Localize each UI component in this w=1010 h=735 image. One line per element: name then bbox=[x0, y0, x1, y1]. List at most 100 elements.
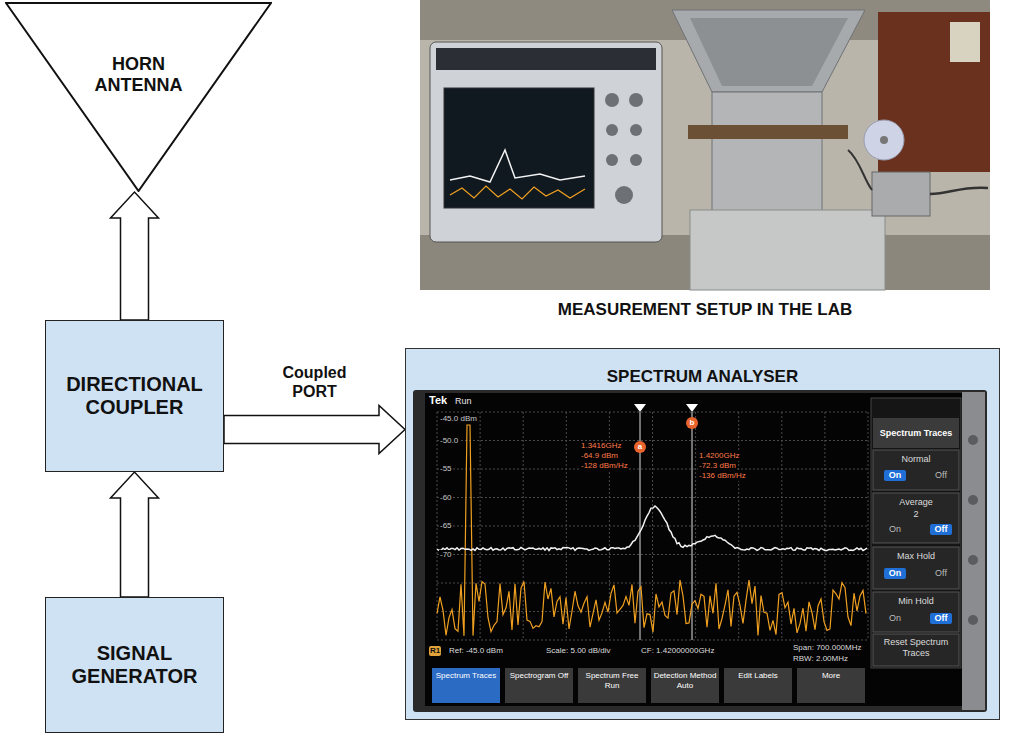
spectrum-screen bbox=[968, 495, 978, 505]
screen-grid bbox=[695, 412, 696, 640]
toggle-on: On bbox=[884, 568, 906, 579]
caption: MEASUREMENT SETUP IN THE LAB bbox=[510, 300, 900, 320]
menu-panel bbox=[871, 398, 961, 668]
lab-photo bbox=[629, 93, 643, 107]
lab-photo bbox=[864, 120, 904, 160]
node-label: SIGNAL GENERATOR bbox=[56, 642, 213, 688]
axis-label: -60 bbox=[439, 493, 453, 503]
marker-readout: -136 dBm/Hz bbox=[698, 471, 747, 481]
lab-photo bbox=[450, 186, 585, 199]
softkey-label: Detection Method Auto bbox=[651, 671, 719, 690]
spectrum-trace bbox=[437, 506, 867, 550]
lab-photo bbox=[930, 188, 988, 194]
screen-grid bbox=[437, 469, 868, 470]
process-box: SIGNAL GENERATOR bbox=[45, 597, 224, 733]
block-arrow bbox=[111, 192, 159, 320]
menu-item: Normal bbox=[876, 454, 956, 465]
menu-panel bbox=[873, 547, 959, 589]
marker-badge: b bbox=[686, 417, 698, 429]
screen-grid bbox=[437, 412, 868, 640]
screen-grid bbox=[437, 554, 868, 555]
softkey-label: Spectrum Traces bbox=[432, 671, 500, 681]
toggle-off: On bbox=[884, 524, 906, 535]
menu-panel bbox=[871, 398, 961, 668]
softkey-bar bbox=[432, 668, 500, 703]
spectrum-screen bbox=[962, 392, 985, 710]
spectrum-screen bbox=[413, 390, 987, 712]
softkey-bar bbox=[724, 668, 792, 703]
marker-readout: -64.9 dBm bbox=[580, 451, 619, 461]
softkey-bar bbox=[797, 668, 865, 703]
menu-panel bbox=[873, 493, 959, 543]
softkey-label: Spectrum Free Run bbox=[578, 671, 646, 690]
axis-label: -45.0 dBm bbox=[439, 414, 478, 424]
marker-readout: 1.4200GHz bbox=[698, 451, 740, 461]
menu-panel bbox=[873, 450, 959, 490]
screen-grid bbox=[437, 583, 868, 584]
screen-grid bbox=[437, 412, 868, 413]
antenna-outline bbox=[5, 2, 272, 192]
axis-label: -70 bbox=[439, 550, 453, 560]
node-label: SPECTRUM ANALYSER bbox=[607, 367, 798, 387]
marker-readout: -72.3 dBm bbox=[698, 461, 737, 471]
trace-tag: R1 bbox=[429, 646, 441, 656]
lab-photo bbox=[606, 154, 618, 166]
status-text: RBW: 2.00MHz bbox=[792, 654, 849, 664]
node-label: HORN ANTENNA bbox=[79, 54, 199, 95]
toggle-off: Off bbox=[930, 470, 952, 481]
status-text: CF: 1.42000000GHz bbox=[640, 646, 715, 656]
spectrum-screen bbox=[405, 348, 1000, 720]
axis-label: -50.0 bbox=[439, 436, 459, 446]
port-label: Coupled PORT bbox=[265, 363, 365, 401]
marker-badge: a bbox=[634, 441, 646, 453]
axis-label: -65 bbox=[439, 521, 453, 531]
screen-grid bbox=[437, 640, 868, 641]
spectrum-screen bbox=[968, 435, 978, 445]
spectrum-screen bbox=[968, 555, 978, 565]
menu-panel bbox=[873, 634, 959, 666]
lab-photo bbox=[872, 172, 930, 216]
node-label: DIRECTIONAL COUPLER bbox=[56, 373, 213, 419]
spectrum-trace bbox=[437, 425, 867, 636]
toggle-on: Off bbox=[930, 524, 952, 535]
lab-photo bbox=[690, 210, 885, 290]
lab-photo bbox=[420, 0, 990, 290]
menu-title: Spectrum Traces bbox=[876, 428, 956, 439]
lab-photo bbox=[615, 186, 633, 204]
spectrum-trace bbox=[437, 425, 866, 636]
block-arrow bbox=[224, 405, 405, 453]
lab-photo bbox=[690, 18, 848, 86]
softkey-label: Edit Labels bbox=[724, 671, 792, 681]
lab-photo bbox=[430, 42, 662, 242]
brand-logo: Tek bbox=[428, 394, 448, 407]
menu-item: Average bbox=[876, 497, 956, 508]
antenna-outline bbox=[6, 3, 271, 191]
status-text: Ref: -45.0 dBm bbox=[448, 646, 504, 656]
lab-photo bbox=[450, 150, 585, 182]
menu-panel bbox=[873, 418, 959, 448]
status-text: Run bbox=[454, 396, 473, 407]
spectrum-screen bbox=[968, 615, 978, 625]
spectrum-screen bbox=[425, 393, 962, 706]
instrument-panel: SPECTRUM ANALYSER bbox=[405, 348, 1000, 720]
toggle-off: Off bbox=[930, 568, 952, 579]
lab-photo bbox=[688, 125, 848, 139]
lab-photo bbox=[606, 124, 618, 136]
lab-photo bbox=[848, 150, 872, 190]
screen-grid bbox=[437, 440, 868, 441]
lab-photo bbox=[630, 124, 642, 136]
menu-panel bbox=[873, 592, 959, 632]
screen-grid bbox=[437, 526, 868, 527]
marker-readout: 1.3416GHz bbox=[580, 441, 622, 451]
menu-item: Min Hold bbox=[876, 596, 956, 607]
softkey-bar bbox=[432, 668, 865, 703]
lab-photo bbox=[630, 154, 642, 166]
marker-symbol bbox=[634, 404, 646, 412]
softkey-label: Spectrogram Off bbox=[505, 671, 573, 681]
screen-grid bbox=[652, 412, 653, 640]
menu-item: Max Hold bbox=[876, 551, 956, 562]
marker-symbol bbox=[686, 404, 698, 412]
process-box: DIRECTIONAL COUPLER bbox=[45, 320, 224, 472]
